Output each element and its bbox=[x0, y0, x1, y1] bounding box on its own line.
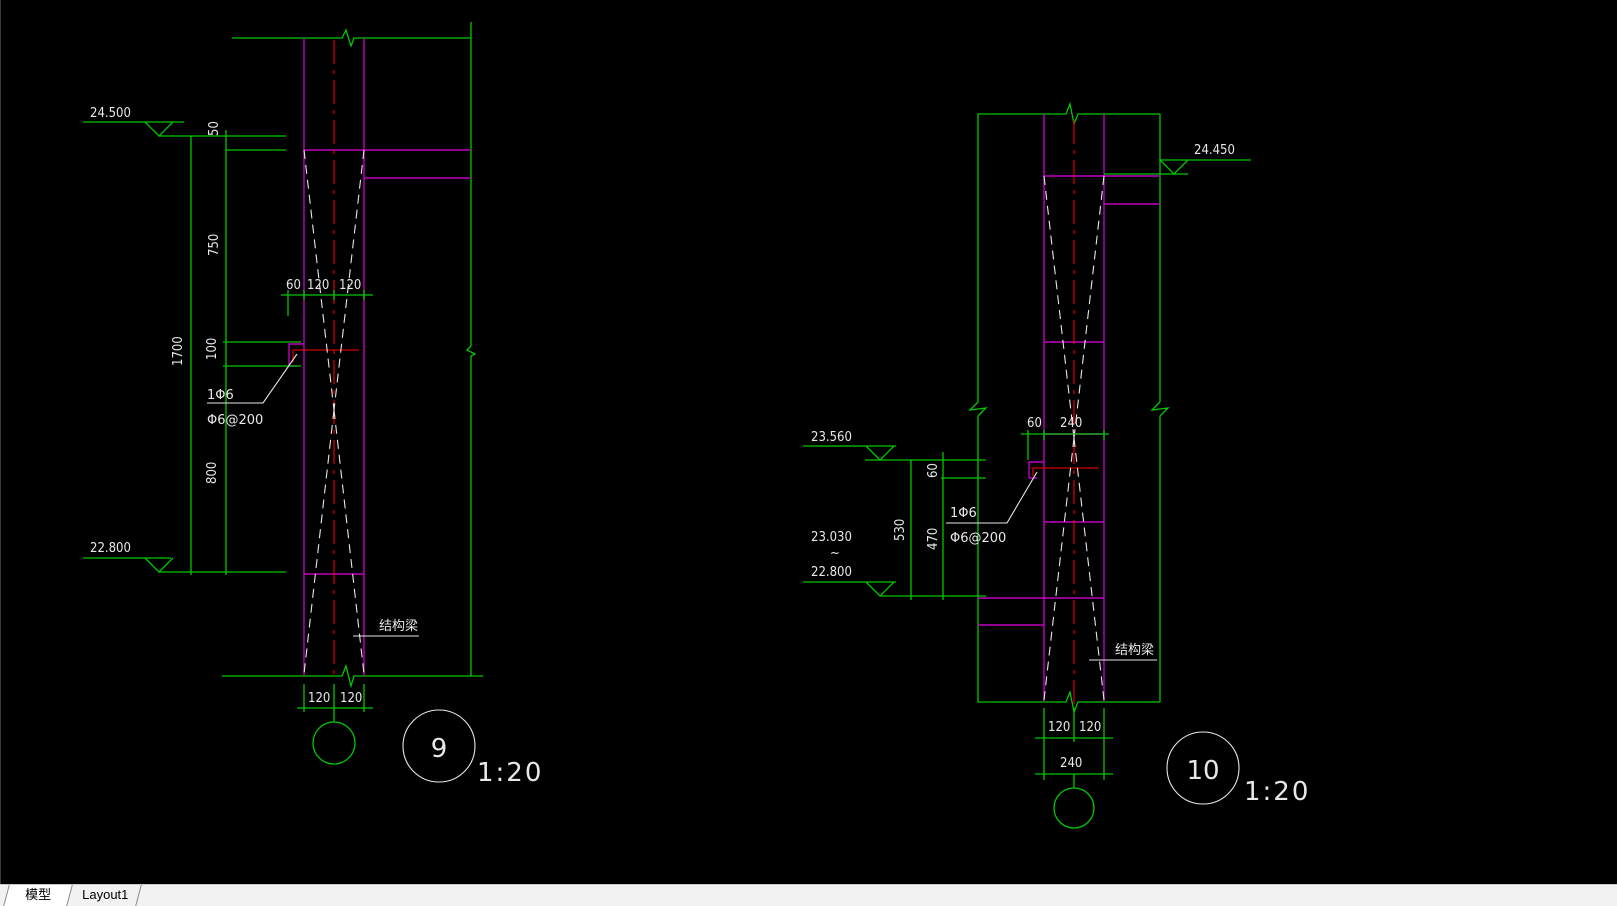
detail10-wall bbox=[978, 114, 1160, 702]
detail10-elev-range-bottom: 22.800 bbox=[811, 565, 852, 580]
detail10-title: 10 1:20 bbox=[1166, 731, 1310, 807]
detail9-dim-750: 750 bbox=[207, 234, 222, 256]
detail9-dim-60: 60 bbox=[286, 278, 301, 293]
tab-model[interactable]: 模型 bbox=[3, 885, 73, 906]
detail9-outline bbox=[222, 22, 483, 689]
detail9-bot-120b: 120 bbox=[340, 691, 362, 706]
detail10-elevation-top: 24.450 bbox=[1104, 143, 1251, 175]
detail9-rebar-label1: 1Φ6 bbox=[207, 388, 234, 403]
detail10-axis-bubble bbox=[1053, 787, 1095, 829]
detail9-rebar bbox=[292, 349, 359, 362]
detail10-elev-range-sep: ~ bbox=[830, 546, 840, 561]
drawing-canvas[interactable]: 24.500 22.800 50 750 100 800 1700 bbox=[0, 0, 1617, 884]
detail10-vertical-dims: 60 470 530 bbox=[893, 452, 944, 600]
detail10-bot-240: 240 bbox=[1060, 756, 1082, 771]
detail9-dim-120b: 120 bbox=[339, 278, 361, 293]
detail10-outline bbox=[968, 101, 1170, 715]
detail10-elev-range-top: 23.030 bbox=[811, 530, 852, 545]
detail10-elevation-mid: 23.560 bbox=[803, 430, 986, 461]
detail9-dim-120a: 120 bbox=[307, 278, 329, 293]
detail10-scale: 1:20 bbox=[1244, 777, 1310, 807]
detail10-beam-note: 结构梁 bbox=[1089, 643, 1157, 661]
detail9-rebar-leader: 1Φ6 Φ6@200 bbox=[207, 353, 298, 428]
detail9-title: 9 1:20 bbox=[402, 709, 543, 788]
detail10-number: 10 bbox=[1186, 756, 1219, 786]
detail10-elev-mid: 23.560 bbox=[811, 430, 852, 445]
detail9-elev-top: 24.500 bbox=[90, 106, 131, 121]
detail9-elevation-top: 24.500 bbox=[83, 106, 286, 137]
detail9-top-dims: 60 120 120 bbox=[281, 278, 373, 316]
detail-10: 24.450 23.560 23.030 ~ 22.800 60 470 530 bbox=[803, 101, 1310, 829]
detail9-dim-1700: 1700 bbox=[171, 336, 186, 366]
detail9-vertical-dims: 50 750 100 800 1700 bbox=[171, 121, 301, 575]
tab-layout1-label: Layout1 bbox=[81, 887, 129, 902]
detail9-elevation-bottom: 22.800 bbox=[83, 541, 286, 573]
detail10-elev-top: 24.450 bbox=[1194, 143, 1235, 158]
detail9-wall bbox=[288, 38, 471, 676]
detail9-axis-bubble bbox=[312, 721, 356, 765]
detail-9: 24.500 22.800 50 750 100 800 1700 bbox=[83, 22, 543, 788]
layout-tab-bar: 模型 Layout1 bbox=[0, 884, 1617, 906]
detail9-beam-note: 结构梁 bbox=[353, 619, 419, 637]
detail10-beam-label: 结构梁 bbox=[1115, 643, 1154, 658]
detail10-elevation-bottom: 23.030 ~ 22.800 bbox=[803, 530, 986, 597]
detail9-dashed-bracing bbox=[303, 149, 365, 675]
detail10-dim-470: 470 bbox=[926, 528, 941, 550]
detail10-dim-240h: 240 bbox=[1060, 416, 1082, 431]
detail10-dim-60v: 60 bbox=[926, 463, 941, 478]
detail10-bot-120b: 120 bbox=[1079, 720, 1101, 735]
detail9-dim-50: 50 bbox=[207, 121, 222, 136]
detail10-dim-530: 530 bbox=[893, 519, 908, 541]
detail10-rebar-leader: 1Φ6 Φ6@200 bbox=[946, 471, 1038, 546]
detail9-dim-800: 800 bbox=[205, 462, 220, 484]
detail9-rebar-label2: Φ6@200 bbox=[207, 413, 263, 428]
detail10-rebar bbox=[1032, 467, 1099, 476]
detail9-scale: 1:20 bbox=[477, 758, 543, 788]
detail10-rebar-label1: 1Φ6 bbox=[950, 506, 977, 521]
detail10-bot-120a: 120 bbox=[1048, 720, 1070, 735]
detail9-bottom-dims: 120 120 bbox=[297, 684, 373, 765]
detail9-beam-label: 结构梁 bbox=[379, 619, 418, 634]
tab-layout1[interactable]: Layout1 bbox=[69, 885, 142, 906]
detail10-bottom-dims: 120 120 240 bbox=[1035, 708, 1113, 829]
detail10-top-dims: 60 240 bbox=[1021, 416, 1109, 460]
detail9-bot-120a: 120 bbox=[308, 691, 330, 706]
detail10-dim-60h: 60 bbox=[1027, 416, 1042, 431]
detail9-elev-bottom: 22.800 bbox=[90, 541, 131, 556]
detail10-rebar-label2: Φ6@200 bbox=[950, 531, 1006, 546]
detail9-number: 9 bbox=[431, 734, 448, 764]
detail9-dim-100: 100 bbox=[205, 338, 220, 360]
tab-model-label: 模型 bbox=[25, 887, 52, 902]
